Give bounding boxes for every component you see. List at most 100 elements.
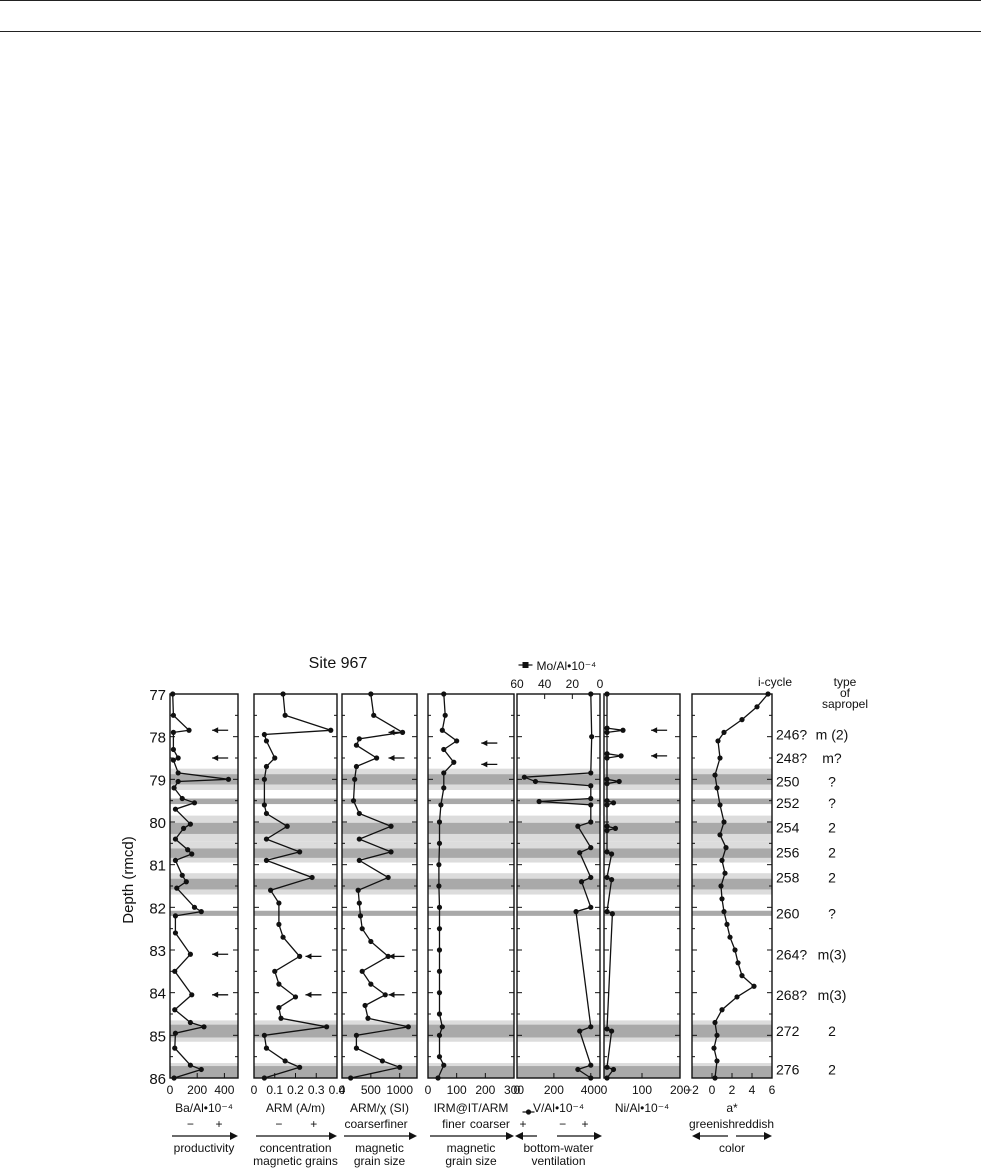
sapropel-band bbox=[692, 798, 772, 805]
data-point bbox=[368, 981, 374, 987]
data-point bbox=[588, 802, 594, 808]
data-point bbox=[739, 973, 745, 979]
v-legend-marker bbox=[525, 1109, 532, 1115]
data-point bbox=[588, 1075, 594, 1081]
data-point bbox=[172, 857, 179, 864]
x-tick-label: 100 bbox=[632, 1083, 652, 1097]
sapropel-type-label: m(3) bbox=[818, 987, 847, 1003]
data-point bbox=[604, 725, 610, 731]
interpretation-label: magnetic grains bbox=[253, 1154, 338, 1168]
data-point bbox=[183, 879, 189, 885]
data-point bbox=[609, 877, 615, 883]
x-tick-label: 1000 bbox=[386, 1083, 413, 1097]
sapropel-band bbox=[692, 848, 772, 858]
sapropel-band bbox=[254, 798, 337, 805]
data-point bbox=[604, 802, 610, 808]
y-tick-label: 80 bbox=[149, 815, 166, 832]
data-point bbox=[734, 994, 740, 1000]
data-point bbox=[609, 1028, 615, 1034]
data-point bbox=[612, 825, 619, 832]
data-point bbox=[604, 1064, 610, 1070]
x-tick-label: 400 bbox=[581, 1083, 601, 1097]
x-tick-label: 2 bbox=[729, 1083, 736, 1097]
sapropel-band bbox=[170, 878, 238, 890]
data-point bbox=[362, 1002, 368, 1009]
data-point bbox=[436, 990, 443, 996]
sapropel-band bbox=[254, 910, 337, 916]
data-point bbox=[374, 755, 380, 761]
data-point bbox=[356, 836, 362, 842]
data-point bbox=[588, 874, 594, 881]
data-point bbox=[282, 1058, 288, 1064]
sapropel-band bbox=[428, 910, 514, 916]
sapropel-band bbox=[170, 848, 238, 858]
sapropel-band bbox=[517, 848, 600, 858]
data-point bbox=[436, 840, 443, 846]
data-point bbox=[191, 800, 198, 806]
data-point bbox=[187, 821, 193, 827]
data-point bbox=[536, 798, 542, 805]
data-point bbox=[272, 755, 278, 761]
direction-arrow-head bbox=[594, 1132, 602, 1140]
data-point bbox=[588, 1062, 594, 1068]
sapropel-band bbox=[517, 1024, 600, 1038]
data-point bbox=[170, 746, 176, 753]
sapropel-band bbox=[604, 774, 680, 785]
data-point bbox=[172, 806, 179, 812]
sign-label: coarser bbox=[470, 1117, 510, 1131]
data-point bbox=[711, 1045, 717, 1051]
data-point bbox=[532, 778, 539, 785]
data-point bbox=[350, 798, 357, 804]
data-point bbox=[436, 1054, 443, 1060]
sapropel-type-label: m (2) bbox=[816, 727, 849, 743]
direction-arrow-head bbox=[692, 1132, 700, 1140]
data-point bbox=[589, 734, 595, 740]
data-point bbox=[189, 851, 195, 857]
x-tick-label: 0 bbox=[339, 1083, 346, 1097]
data-point bbox=[263, 810, 270, 817]
data-point bbox=[309, 874, 315, 881]
event-arrow-head bbox=[212, 991, 219, 998]
x-tick-label: 0 bbox=[167, 1083, 174, 1097]
direction-arrow-head bbox=[506, 1132, 514, 1140]
data-point bbox=[187, 1062, 193, 1068]
data-point bbox=[604, 798, 610, 804]
data-point bbox=[385, 874, 391, 881]
data-point bbox=[297, 953, 303, 960]
data-point bbox=[609, 911, 615, 917]
direction-arrow-head bbox=[515, 1132, 523, 1140]
data-point bbox=[171, 1075, 177, 1081]
data-point bbox=[171, 785, 177, 791]
sapropel-band bbox=[604, 910, 680, 916]
data-point bbox=[261, 776, 267, 782]
sapropel-band bbox=[342, 910, 417, 916]
data-point bbox=[181, 825, 187, 832]
sapropel-type-label: ? bbox=[828, 773, 836, 789]
top-x-tick-label: 0 bbox=[597, 677, 604, 691]
sapropel-band bbox=[692, 910, 772, 916]
data-point bbox=[604, 1026, 610, 1032]
data-point bbox=[397, 1064, 403, 1070]
chart-title: Site 967 bbox=[309, 655, 368, 672]
type-header: of bbox=[840, 686, 851, 700]
data-point bbox=[604, 751, 610, 757]
data-point bbox=[280, 691, 286, 697]
data-point bbox=[187, 1019, 193, 1026]
data-point bbox=[712, 1019, 718, 1026]
data-point bbox=[261, 731, 267, 738]
data-point bbox=[348, 1075, 354, 1081]
data-point bbox=[439, 727, 445, 733]
data-point bbox=[198, 909, 204, 915]
direction-arrow-head bbox=[329, 1132, 337, 1140]
sapropel-band bbox=[428, 822, 514, 834]
data-point bbox=[714, 785, 720, 791]
sapropel-type-label: 2 bbox=[828, 1061, 836, 1077]
sapropel-band bbox=[170, 822, 238, 834]
sapropel-type-label: m(3) bbox=[818, 946, 847, 962]
sapropel-band bbox=[517, 1066, 600, 1078]
sapropel-type-label: ? bbox=[828, 906, 836, 922]
data-point bbox=[588, 904, 594, 910]
data-point bbox=[588, 795, 594, 802]
x-tick-label: 0.1 bbox=[266, 1083, 283, 1097]
